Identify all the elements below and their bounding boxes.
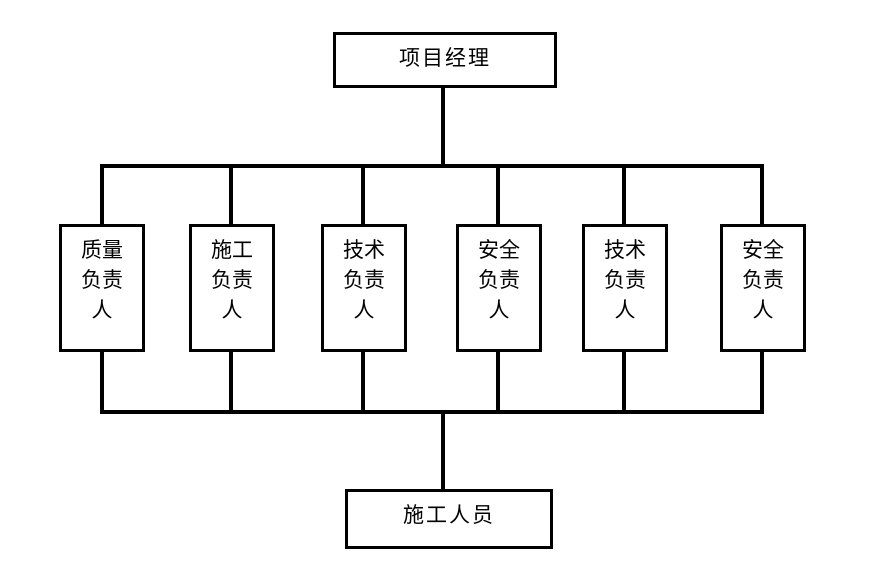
connector-upper-bus bbox=[101, 164, 764, 168]
node-construction-personnel[interactable]: 施工人员 bbox=[345, 489, 553, 549]
connector-drop-2 bbox=[229, 164, 233, 226]
connector-riser-6 bbox=[760, 350, 764, 414]
connector-drop-5 bbox=[622, 164, 626, 226]
node-construction-manager-label: 施工负责人 bbox=[211, 238, 253, 322]
connector-lower-bus bbox=[101, 410, 764, 414]
connector-drop-3 bbox=[361, 164, 365, 226]
node-technical-manager-2-label: 技术负责人 bbox=[604, 238, 646, 322]
node-project-manager[interactable]: 项目经理 bbox=[333, 32, 557, 88]
connector-drop-6 bbox=[760, 164, 764, 226]
connector-riser-5 bbox=[622, 350, 626, 414]
node-safety-manager-2[interactable]: 安全负责人 bbox=[720, 224, 806, 352]
node-construction-manager[interactable]: 施工负责人 bbox=[189, 224, 275, 352]
connector-drop-4 bbox=[496, 164, 500, 226]
connector-drop-1 bbox=[100, 164, 104, 226]
connector-riser-3 bbox=[361, 350, 365, 414]
node-technical-manager-1[interactable]: 技术负责人 bbox=[321, 224, 407, 352]
node-construction-personnel-label: 施工人员 bbox=[403, 503, 495, 527]
node-quality-manager[interactable]: 质量负责人 bbox=[59, 224, 145, 352]
connector-riser-1 bbox=[100, 350, 104, 414]
node-safety-manager-1-label: 安全负责人 bbox=[478, 238, 520, 322]
connector-bottom-stem bbox=[441, 410, 445, 491]
node-safety-manager-1[interactable]: 安全负责人 bbox=[456, 224, 542, 352]
connector-top-stem bbox=[441, 88, 445, 168]
node-technical-manager-2[interactable]: 技术负责人 bbox=[582, 224, 668, 352]
node-technical-manager-1-label: 技术负责人 bbox=[343, 238, 385, 322]
node-project-manager-label: 项目经理 bbox=[399, 46, 491, 70]
node-quality-manager-label: 质量负责人 bbox=[81, 238, 123, 322]
connector-riser-4 bbox=[496, 350, 500, 414]
node-safety-manager-2-label: 安全负责人 bbox=[742, 238, 784, 322]
connector-riser-2 bbox=[229, 350, 233, 414]
